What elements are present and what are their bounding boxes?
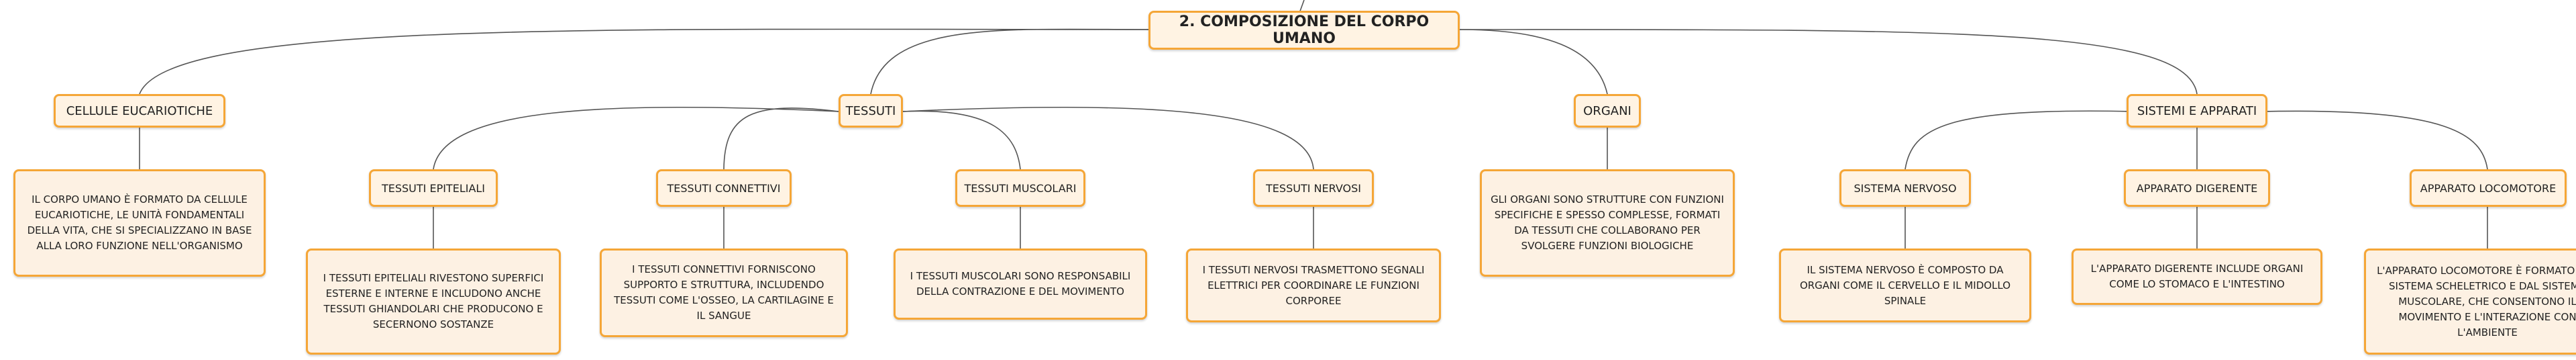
connector-tessuti-epiteliali [433, 106, 839, 170]
desc-text: L'APPARATO LOCOMOTORE È FORMATO DAL SIST… [2377, 264, 2576, 339]
topic-label: CELLULE EUCARIOTICHE [66, 103, 213, 118]
sub-label: TESSUTI CONNETTIVI [667, 181, 781, 195]
connector-tessuti-muscolari [902, 110, 1021, 170]
sub-tessuti-epiteliali[interactable]: TESSUTI EPITELIALI [369, 169, 498, 207]
desc-tessuti-connettivi[interactable]: I TESSUTI CONNETTIVI FORNISCONO SUPPORTO… [600, 249, 848, 337]
sub-tessuti-connettivi[interactable]: TESSUTI CONNETTIVI [656, 169, 792, 207]
desc-cellule-eucariotiche[interactable]: IL CORPO UMANO È FORMATO DA CELLULE EUCA… [13, 169, 266, 277]
connector-root-cellule [139, 28, 1149, 95]
desc-text: I TESSUTI CONNETTIVI FORNISCONO SUPPORTO… [614, 263, 834, 322]
sub-sistema-nervoso[interactable]: SISTEMA NERVOSO [1839, 169, 1971, 207]
root-label: 2. COMPOSIZIONE DEL CORPO UMANO [1179, 13, 1430, 47]
sub-tessuti-muscolari[interactable]: TESSUTI MUSCOLARI [955, 169, 1085, 207]
desc-organi[interactable]: GLI ORGANI SONO STRUTTURE CON FUNZIONI S… [1480, 169, 1735, 277]
sub-apparato-digerente[interactable]: APPARATO DIGERENTE [2124, 169, 2270, 207]
desc-text: I TESSUTI NERVOSI TRASMETTONO SEGNALI EL… [1202, 263, 1425, 307]
sub-label: TESSUTI MUSCOLARI [964, 181, 1077, 195]
connector-sistemi-nervoso [1904, 110, 2134, 170]
topic-sistemi-apparati[interactable]: SISTEMI E APPARATI [2127, 94, 2267, 128]
desc-text: I TESSUTI MUSCOLARI SONO RESPONSABILI DE… [910, 270, 1131, 298]
topic-cellule-eucariotiche[interactable]: CELLULE EUCARIOTICHE [54, 94, 225, 128]
topic-organi[interactable]: ORGANI [1574, 94, 1641, 128]
sub-label: APPARATO DIGERENTE [2136, 181, 2258, 195]
desc-tessuti-epiteliali[interactable]: I TESSUTI EPITELIALI RIVESTONO SUPERFICI… [306, 249, 561, 355]
root-node[interactable]: 2. COMPOSIZIONE DEL CORPO UMANO [1148, 11, 1460, 50]
connector-sistemi-locomotore [2260, 110, 2488, 170]
desc-sistema-nervoso[interactable]: IL SISTEMA NERVOSO È COMPOSTO DA ORGANI … [1779, 249, 2031, 322]
sub-label: SISTEMA NERVOSO [1854, 181, 1957, 195]
topic-label: ORGANI [1583, 103, 1631, 118]
sub-apparato-locomotore[interactable]: APPARATO LOCOMOTORE [2410, 169, 2567, 207]
desc-text: L'APPARATO DIGERENTE INCLUDE ORGANI COME… [2090, 263, 2304, 290]
sub-label: TESSUTI NERVOSI [1266, 181, 1361, 195]
desc-tessuti-muscolari[interactable]: I TESSUTI MUSCOLARI SONO RESPONSABILI DE… [894, 249, 1147, 320]
desc-text: IL SISTEMA NERVOSO È COMPOSTO DA ORGANI … [1799, 263, 2011, 307]
topic-label: TESSUTI [845, 103, 896, 118]
sub-label: TESSUTI EPITELIALI [381, 181, 486, 195]
desc-apparato-digerente[interactable]: L'APPARATO DIGERENTE INCLUDE ORGANI COME… [2072, 249, 2322, 305]
topic-label: SISTEMI E APPARATI [2137, 103, 2257, 118]
topic-tessuti[interactable]: TESSUTI [839, 94, 903, 128]
connector-root-organi [1459, 29, 1608, 95]
connector-root-tessuti [870, 28, 1149, 95]
sub-tessuti-nervosi[interactable]: TESSUTI NERVOSI [1253, 169, 1374, 207]
desc-text: IL CORPO UMANO È FORMATO DA CELLULE EUCA… [27, 193, 252, 252]
desc-tessuti-nervosi[interactable]: I TESSUTI NERVOSI TRASMETTONO SEGNALI EL… [1186, 249, 1441, 322]
desc-text: I TESSUTI EPITELIALI RIVESTONO SUPERFICI… [323, 272, 544, 330]
connector-tessuti-connettivi [723, 107, 839, 170]
connector-root-sistemi [1459, 29, 2198, 95]
desc-apparato-locomotore[interactable]: L'APPARATO LOCOMOTORE È FORMATO DAL SIST… [2364, 249, 2576, 355]
sub-label: APPARATO LOCOMOTORE [2420, 181, 2557, 195]
connector-tessuti-nervosi [902, 106, 1314, 170]
desc-text: GLI ORGANI SONO STRUTTURE CON FUNZIONI S… [1491, 193, 1724, 252]
